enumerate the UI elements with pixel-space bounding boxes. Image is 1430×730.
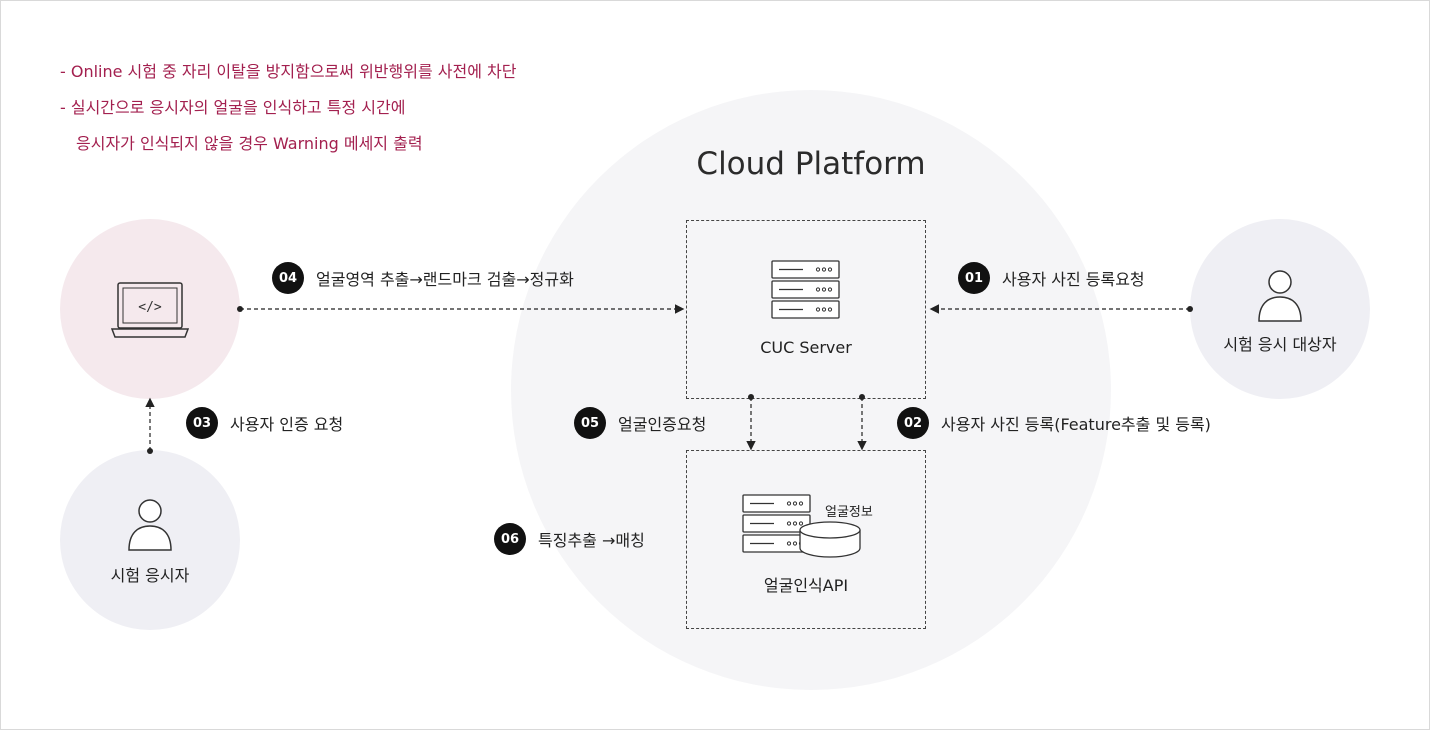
person-icon bbox=[1258, 270, 1302, 322]
step-text: 특징추출 →매칭 bbox=[538, 531, 645, 550]
step-badge: 04 bbox=[272, 262, 304, 294]
step-03: 03 사용자 인증 요청 bbox=[186, 407, 343, 439]
step-01: 01 사용자 사진 등록요청 bbox=[958, 262, 1145, 294]
step-badge: 03 bbox=[186, 407, 218, 439]
svg-text:</>: </> bbox=[138, 300, 162, 315]
server-icon bbox=[771, 260, 840, 319]
code-laptop-icon: </> bbox=[111, 282, 189, 338]
database-icon bbox=[799, 521, 861, 558]
note-line-3: 응시자가 인식되지 않을 경우 Warning 메세지 출력 bbox=[76, 134, 423, 153]
cuc-server-box bbox=[686, 220, 926, 399]
note-line-1: - Online 시험 중 자리 이탈을 방지함으로써 위반행위를 사전에 차단 bbox=[60, 62, 517, 81]
cloud-platform-area bbox=[511, 90, 1111, 690]
step-text: 얼굴인증요청 bbox=[618, 415, 707, 434]
step-05: 05 얼굴인증요청 bbox=[574, 407, 706, 439]
client-app-circle bbox=[60, 219, 240, 399]
step-text: 사용자 인증 요청 bbox=[230, 415, 344, 434]
step-badge: 06 bbox=[494, 523, 526, 555]
face-api-label: 얼굴인식API bbox=[763, 576, 849, 595]
cloud-platform-title: Cloud Platform bbox=[696, 146, 926, 182]
person-icon bbox=[128, 499, 172, 551]
step-badge: 01 bbox=[958, 262, 990, 294]
candidate-label: 시험 응시자 bbox=[110, 566, 190, 585]
face-api-box bbox=[686, 450, 926, 629]
face-db-label: 얼굴정보 bbox=[825, 505, 873, 520]
target-user-label: 시험 응시 대상자 bbox=[1223, 335, 1337, 354]
step-badge: 05 bbox=[574, 407, 606, 439]
server-icon bbox=[742, 494, 811, 553]
step-badge: 02 bbox=[897, 407, 929, 439]
step-06: 06 특징추출 →매칭 bbox=[494, 523, 645, 555]
step-02: 02 사용자 사진 등록(Feature추출 및 등록) bbox=[897, 407, 1211, 439]
step-text: 사용자 사진 등록(Feature추출 및 등록) bbox=[941, 415, 1211, 434]
step-text: 사용자 사진 등록요청 bbox=[1002, 270, 1145, 289]
step-text: 얼굴영역 추출→랜드마크 검출→정규화 bbox=[316, 270, 574, 289]
cuc-server-label: CUC Server bbox=[760, 338, 852, 357]
note-line-2: - 실시간으로 응시자의 얼굴을 인식하고 특정 시간에 bbox=[60, 98, 406, 117]
step-04: 04 얼굴영역 추출→랜드마크 검출→정규화 bbox=[272, 262, 574, 294]
